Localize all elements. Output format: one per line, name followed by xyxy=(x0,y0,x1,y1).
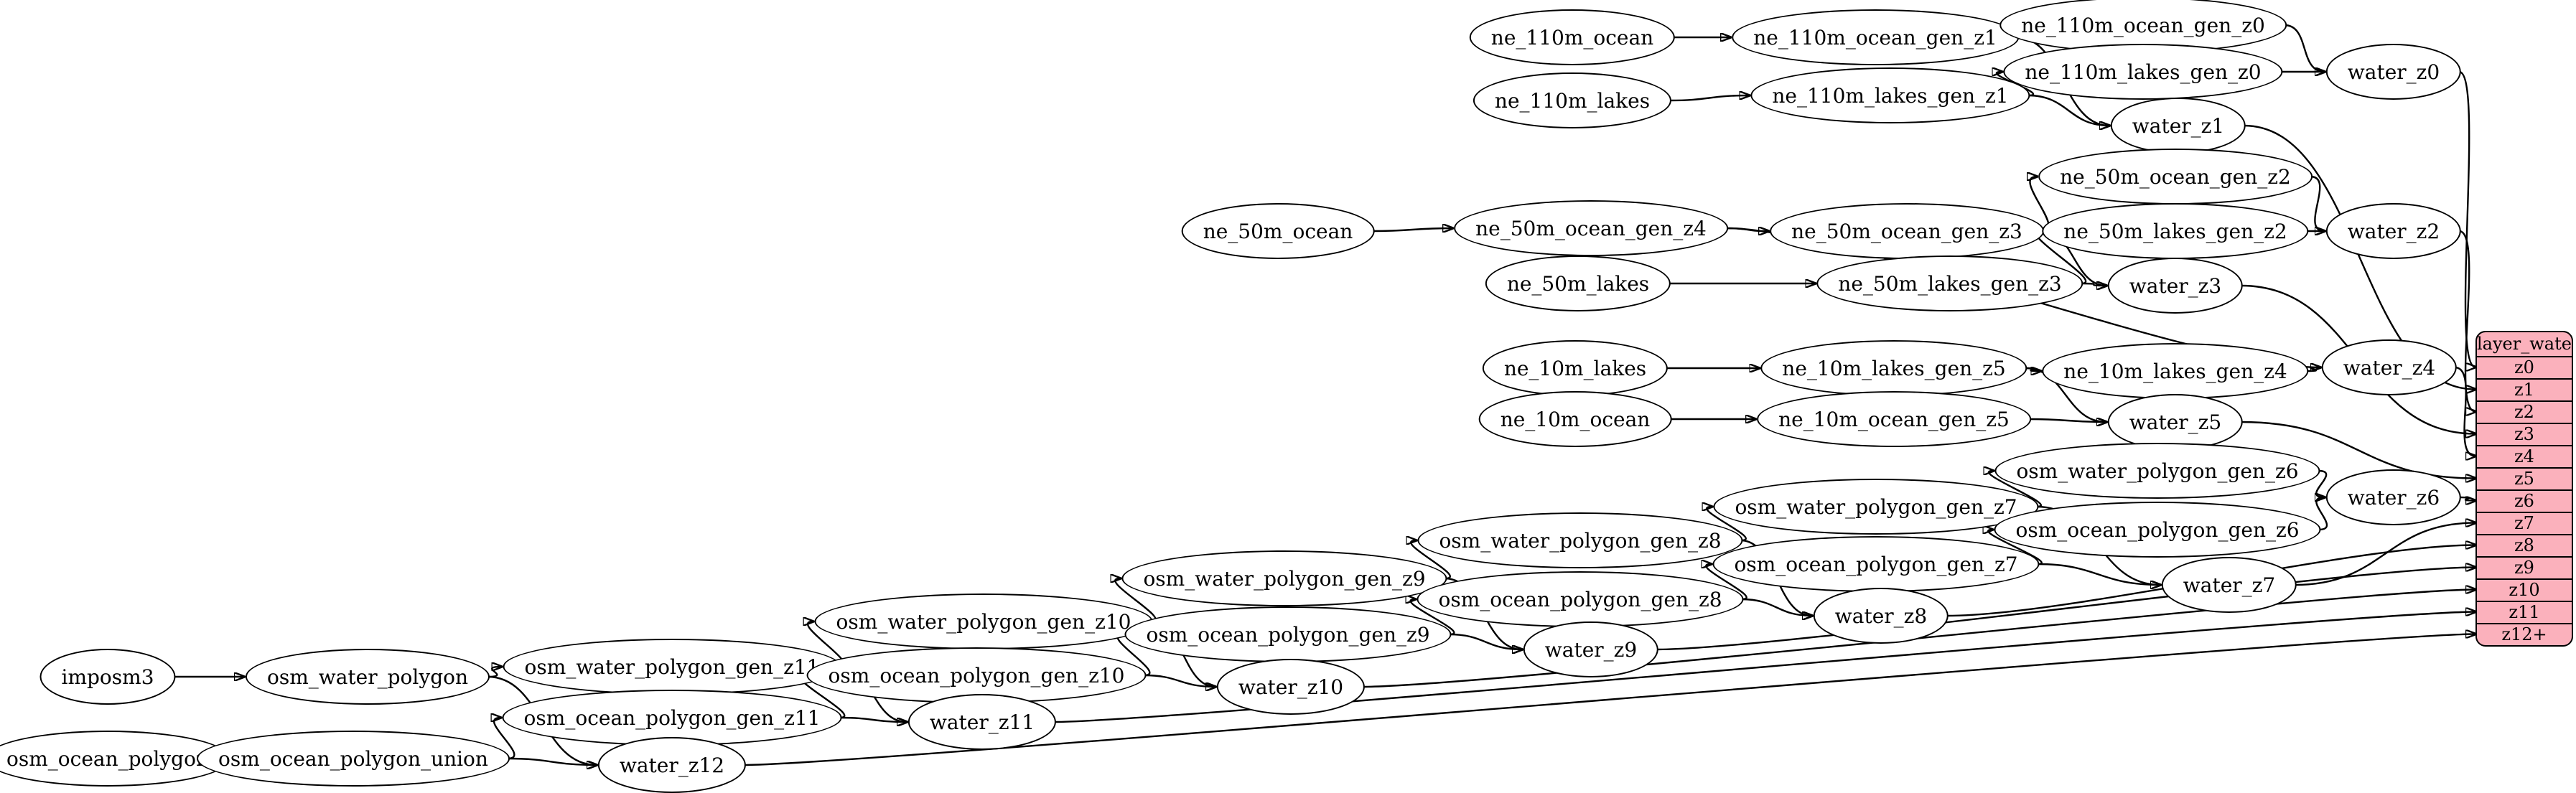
edge-water_z9-to-layer_water-z9 xyxy=(1656,568,2475,651)
node-osm_water_polygon: osm_water_polygon xyxy=(245,649,490,705)
node-water_z10: water_z10 xyxy=(1216,659,1366,715)
node-osm_ocean_polygon_gen_z11: osm_ocean_polygon_gen_z11 xyxy=(502,690,842,746)
edge-osm_water_polygon_gen_z8-to-osm_water_polygon_gen_z7 xyxy=(1707,507,1747,542)
edge-osm_ocean_polygon_gen_z9-to-water_z9 xyxy=(1449,633,1522,649)
node-ne_50m_lakes_gen_z2: ne_50m_lakes_gen_z2 xyxy=(2042,203,2309,259)
node-osm_ocean_polygon_gen_z7: osm_ocean_polygon_gen_z7 xyxy=(1712,536,2040,592)
node-ne_10m_lakes_gen_z5: ne_10m_lakes_gen_z5 xyxy=(1760,340,2027,396)
node-ne_110m_lakes: ne_110m_lakes xyxy=(1473,72,1672,128)
edge-osm_water_polygon_gen_z9-to-osm_water_polygon_gen_z8 xyxy=(1411,540,1451,580)
node-osm_water_polygon_gen_z8: osm_water_polygon_gen_z8 xyxy=(1417,512,1743,568)
edge-osm_ocean_polygon_gen_z11-to-water_z11 xyxy=(839,716,906,722)
node-water_z0: water_z0 xyxy=(2325,44,2462,100)
node-ne_110m_lakes_gen_z1: ne_110m_lakes_gen_z1 xyxy=(1750,67,2030,123)
edge-osm_ocean_polygon_union-to-water_z12 xyxy=(507,757,597,765)
edge-osm_ocean_polygon_gen_z7-to-osm_ocean_polygon_gen_z6 xyxy=(1988,530,2043,566)
node-water_z5: water_z5 xyxy=(2107,394,2244,450)
node-ne_50m_ocean_gen_z2: ne_50m_ocean_gen_z2 xyxy=(2038,149,2313,205)
edge-ne_110m_lakes-to-ne_110m_lakes_gen_z1 xyxy=(1669,95,1749,102)
node-osm_ocean_polygon_gen_z9: osm_ocean_polygon_gen_z9 xyxy=(1124,606,1452,662)
layer-water-row-z5: z5 xyxy=(2477,467,2572,489)
node-ne_110m_ocean: ne_110m_ocean xyxy=(1469,9,1676,65)
edge-osm_ocean_polygon_union-to-osm_ocean_polygon_gen_z11 xyxy=(494,718,515,760)
edge-water_z7-to-layer_water-z7 xyxy=(2295,523,2475,586)
layer-water-row-z6: z6 xyxy=(2477,489,2572,512)
edge-water_z0-to-layer_water-z0 xyxy=(2458,70,2475,367)
node-ne_10m_ocean_gen_z5: ne_10m_ocean_gen_z5 xyxy=(1757,391,2031,447)
edge-osm_ocean_polygon_gen_z8-to-water_z8 xyxy=(1741,598,1812,616)
node-ne_110m_lakes_gen_z0: ne_110m_lakes_gen_z0 xyxy=(2003,44,2283,100)
node-ne_50m_lakes: ne_50m_lakes xyxy=(1485,255,1671,311)
edge-water_z4-to-layer_water-z4 xyxy=(2455,366,2475,456)
edge-osm_ocean_polygon_gen_z8-to-osm_ocean_polygon_gen_z7 xyxy=(1706,564,1747,601)
layer-water-row-z4: z4 xyxy=(2477,445,2572,467)
layer-water-row-z8: z8 xyxy=(2477,534,2572,556)
node-ne_110m_ocean_gen_z1: ne_110m_ocean_gen_z1 xyxy=(1732,9,2019,65)
layer-water-row-z7: z7 xyxy=(2477,512,2572,534)
layer-water-row-z3: z3 xyxy=(2477,423,2572,445)
layer-water-title: layer_water xyxy=(2477,334,2573,354)
node-water_z7: water_z7 xyxy=(2161,557,2297,613)
node-ne_50m_ocean_gen_z4: ne_50m_ocean_gen_z4 xyxy=(1454,200,1728,256)
node-osm_water_polygon_gen_z11: osm_water_polygon_gen_z11 xyxy=(503,639,841,695)
edge-ne_10m_ocean_gen_z5-to-water_z5 xyxy=(2028,419,2106,422)
node-osm_ocean_polygon: osm_ocean_polygon xyxy=(0,731,230,787)
node-water_z6: water_z6 xyxy=(2325,469,2462,525)
layer-water-row-z2: z2 xyxy=(2477,400,2572,423)
edge-osm_ocean_polygon_gen_z7-to-water_z7 xyxy=(2037,563,2160,585)
edge-ne_10m_lakes_gen_z5-to-water_z5 xyxy=(2025,367,2106,422)
node-water_z1: water_z1 xyxy=(2110,98,2246,154)
edge-osm_water_polygon-to-osm_water_polygon_gen_z11 xyxy=(487,667,502,678)
layer-water-row-z9: z9 xyxy=(2477,556,2572,578)
layer-water-row-z1: z1 xyxy=(2477,378,2572,400)
edge-osm_ocean_polygon_gen_z10-to-water_z10 xyxy=(1144,674,1215,687)
node-ne_50m_ocean_gen_z3: ne_50m_ocean_gen_z3 xyxy=(1770,203,2044,259)
node-imposm3: imposm3 xyxy=(39,649,176,705)
edge-water_z6-to-layer_water-z6 xyxy=(2459,497,2475,501)
edge-ne_110m_ocean_gen_z0-to-water_z0 xyxy=(2284,24,2325,72)
node-osm_ocean_polygon_union: osm_ocean_polygon_union xyxy=(197,731,510,787)
edge-water_z2-to-layer_water-z2 xyxy=(2458,230,2475,412)
node-ne_10m_ocean: ne_10m_ocean xyxy=(1478,391,1672,447)
edge-ne_10m_lakes_gen_z4-to-water_z4 xyxy=(2306,367,2320,372)
layer-water-row-z10: z10 xyxy=(2477,578,2572,601)
layer-water-row-z0: z0 xyxy=(2477,356,2572,378)
node-osm_water_polygon_gen_z10: osm_water_polygon_gen_z10 xyxy=(814,593,1153,649)
edge-ne_110m_lakes_gen_z1-to-water_z1 xyxy=(2027,94,2109,126)
node-osm_water_polygon_gen_z7: osm_water_polygon_gen_z7 xyxy=(1713,479,2039,535)
node-water_z2: water_z2 xyxy=(2325,203,2462,259)
edge-osm_water_polygon_gen_z7-to-osm_water_polygon_gen_z6 xyxy=(1989,471,2042,508)
node-water_z4: water_z4 xyxy=(2321,339,2458,395)
node-water_z3: water_z3 xyxy=(2107,258,2244,314)
layer-water-row-z11: z11 xyxy=(2477,601,2572,623)
edge-ne_50m_ocean-to-ne_50m_ocean_gen_z4 xyxy=(1372,228,1452,231)
node-water_z9: water_z9 xyxy=(1523,621,1659,677)
edge-water_z11-to-layer_water-z11 xyxy=(1054,612,2475,723)
layer-water-row-z12plus: z12+ xyxy=(2477,623,2572,645)
edge-osm_ocean_polygon_gen_z6-to-water_z6 xyxy=(2316,497,2328,531)
node-water_z11: water_z11 xyxy=(907,694,1057,750)
node-water_z12: water_z12 xyxy=(597,737,747,793)
node-ne_10m_lakes_gen_z4: ne_10m_lakes_gen_z4 xyxy=(2042,343,2309,399)
node-water_z8: water_z8 xyxy=(1813,588,1949,644)
node-ne_50m_ocean: ne_50m_ocean xyxy=(1181,203,1375,259)
node-osm_ocean_polygon_gen_z6: osm_ocean_polygon_gen_z6 xyxy=(1994,502,2321,558)
edge-ne_50m_ocean_gen_z2-to-water_z2 xyxy=(2310,175,2325,231)
node-ne_50m_lakes_gen_z3: ne_50m_lakes_gen_z3 xyxy=(1816,255,2083,311)
node-ne_10m_lakes: ne_10m_lakes xyxy=(1482,340,1669,396)
node-osm_water_polygon_gen_z9: osm_water_polygon_gen_z9 xyxy=(1121,550,1447,606)
edge-ne_50m_lakes_gen_z3-to-water_z3 xyxy=(2081,283,2106,286)
edge-osm_ocean_polygon_gen_z9-to-osm_ocean_polygon_gen_z8 xyxy=(1411,599,1455,636)
node-osm_water_polygon_gen_z6: osm_water_polygon_gen_z6 xyxy=(1994,443,2320,499)
edge-water_z12-to-layer_water-z12+ xyxy=(744,634,2475,766)
node-osm_ocean_polygon_gen_z8: osm_ocean_polygon_gen_z8 xyxy=(1417,571,1744,627)
